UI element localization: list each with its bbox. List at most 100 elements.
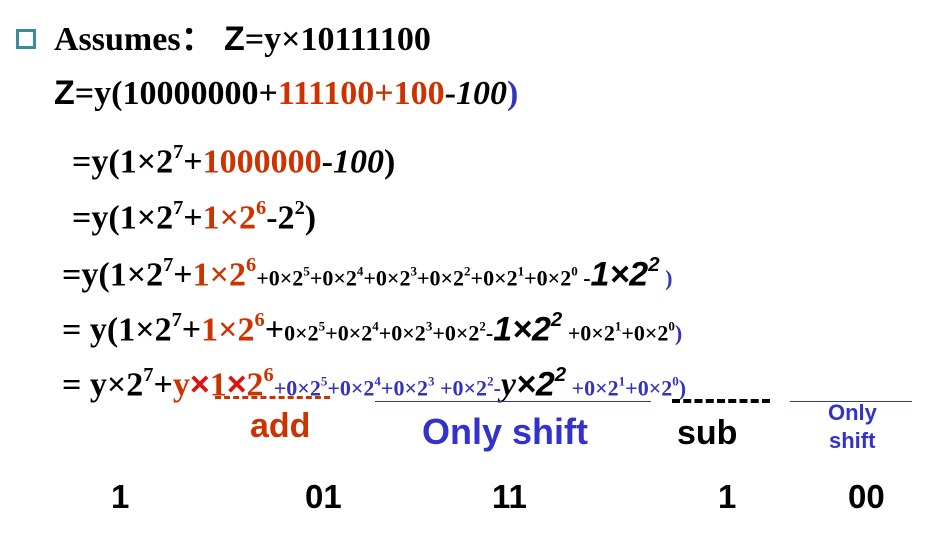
equation-term: 2: [294, 197, 305, 219]
equation-term: 2: [554, 364, 567, 386]
equation-term: +: [264, 311, 285, 349]
equation-term: y: [172, 366, 190, 404]
equation-term: 4: [356, 263, 364, 279]
equation-term: +0×2: [432, 320, 480, 346]
equation-term: 0: [668, 318, 675, 334]
equation-term: =y(1×2: [72, 143, 174, 181]
equation-term: 4: [372, 318, 379, 334]
equation-term: 1: [517, 263, 525, 279]
equation-term: +0×2: [378, 320, 426, 346]
equation-term: Z: [54, 74, 75, 112]
equation-line-4: =y(1×27+1×26-22): [72, 188, 316, 238]
shift-underline-2: [790, 401, 912, 402]
equation-term: 3: [427, 373, 435, 389]
equation-line-1: Assumes： Z=y×10111100: [54, 19, 431, 60]
equation-term: = y×2: [62, 366, 144, 404]
bit-group-4: 1: [718, 478, 737, 515]
equation-term: +0×2: [327, 375, 375, 401]
equation-term: 0×2: [284, 320, 319, 346]
equation-term: 4: [374, 373, 381, 389]
equation-line-6: = y(1×27+1×26+0×25+0×24+0×23+0×22-1×22 +…: [62, 300, 682, 353]
equation-term: 6: [256, 197, 267, 219]
equation-term: 1: [209, 366, 227, 404]
equation-term: 7: [163, 254, 174, 276]
equation-term: 6: [263, 364, 274, 386]
equation-term: ): [678, 375, 687, 401]
equation-term: +0×2: [524, 265, 572, 291]
sub-dashed-underline: [672, 399, 770, 403]
equation-term: +0×2: [566, 375, 619, 401]
equation-term: 2: [550, 309, 563, 331]
equation-term: +: [181, 311, 202, 349]
equation-term: +0×2: [434, 375, 488, 401]
equation-term: +0×2: [363, 265, 411, 291]
equation-term: -: [485, 320, 494, 346]
equation-term: 2: [487, 373, 494, 389]
equation-term: 0: [571, 263, 578, 279]
shift-label: shift: [829, 428, 876, 453]
equation-term: ×2: [515, 365, 555, 404]
bit-group-1: 1: [111, 478, 130, 515]
equation-term: 3: [410, 263, 417, 279]
equation-term: 1×2: [493, 310, 551, 349]
equation-term: 1×2: [201, 311, 255, 349]
equation-term: ): [659, 265, 673, 291]
sub-label: sub: [677, 414, 738, 452]
equation-term: 5: [320, 373, 328, 389]
equation-term: +: [183, 199, 203, 237]
equation-term: Assumes：: [54, 21, 215, 58]
equation-term: 1×2: [192, 256, 247, 294]
equation-term: =y(1×2: [62, 256, 164, 294]
equation-term: +0×2: [470, 265, 518, 291]
equation-term: +0×2: [562, 320, 615, 346]
equation-term: 7: [171, 309, 182, 331]
equation-term: ): [383, 143, 396, 181]
equation-term: 7: [173, 197, 184, 219]
equation-term: 6: [254, 309, 265, 331]
equation-term: 2: [479, 318, 486, 334]
equation-line-3: =y(1×27+1000000-100): [72, 132, 395, 182]
equation-term: =y(1×2: [72, 199, 174, 237]
equation-term: +: [173, 256, 193, 294]
equation-term: -: [577, 265, 591, 291]
equation-line-2: Z=y(10000000+111100+100-100): [54, 73, 518, 114]
only-label: Only: [828, 400, 877, 425]
add-dashed-underline: [215, 396, 330, 399]
equation-term: +0×2: [621, 320, 669, 346]
equation-term: ): [506, 75, 519, 112]
equation-line-5: =y(1×27+1×26+0×25+0×24+0×23+0×22+0×21+0×…: [62, 245, 672, 298]
equation-term: 6: [246, 254, 257, 276]
equation-term: = y(1×2: [62, 311, 172, 349]
shift-underline: [375, 401, 651, 402]
equation-line-7: = y×27+y×1×26+0×25+0×24+0×23 +0×22-y×22 …: [62, 355, 686, 408]
equation-term: 1: [614, 318, 622, 334]
equation-term: =y×10111100: [244, 21, 431, 58]
only-shift-label: Only shift: [422, 411, 589, 452]
equation-term: ×: [189, 365, 210, 404]
equation-term: 2: [464, 263, 471, 279]
bit-group-5: 00: [848, 478, 885, 515]
equation-term: +0×2: [325, 320, 373, 346]
equation-term: ): [304, 199, 317, 237]
equation-term: +0×2: [309, 265, 357, 291]
equation-term: -2: [266, 199, 295, 237]
equation-term: 1000000: [202, 143, 322, 181]
equation-term: 5: [318, 318, 326, 334]
equation-term: 5: [303, 263, 310, 279]
bit-group-3: 11: [492, 478, 527, 515]
equation-term: 1: [618, 373, 626, 389]
equation-term: 3: [425, 318, 433, 334]
equation-term: 0: [672, 373, 679, 389]
equation-term: +: [183, 143, 203, 181]
equation-term: -: [444, 75, 456, 112]
equation-term: ×: [226, 365, 247, 404]
equation-term: -: [321, 143, 333, 181]
equation-term: +0×2: [256, 265, 304, 291]
equation-term: -: [493, 375, 501, 401]
equation-term: ): [674, 320, 683, 346]
equation-term: 1×2: [202, 199, 257, 237]
square-bullet-icon: [16, 29, 36, 49]
equation-term: 100: [332, 143, 384, 181]
bit-group-2: 01: [305, 478, 342, 515]
